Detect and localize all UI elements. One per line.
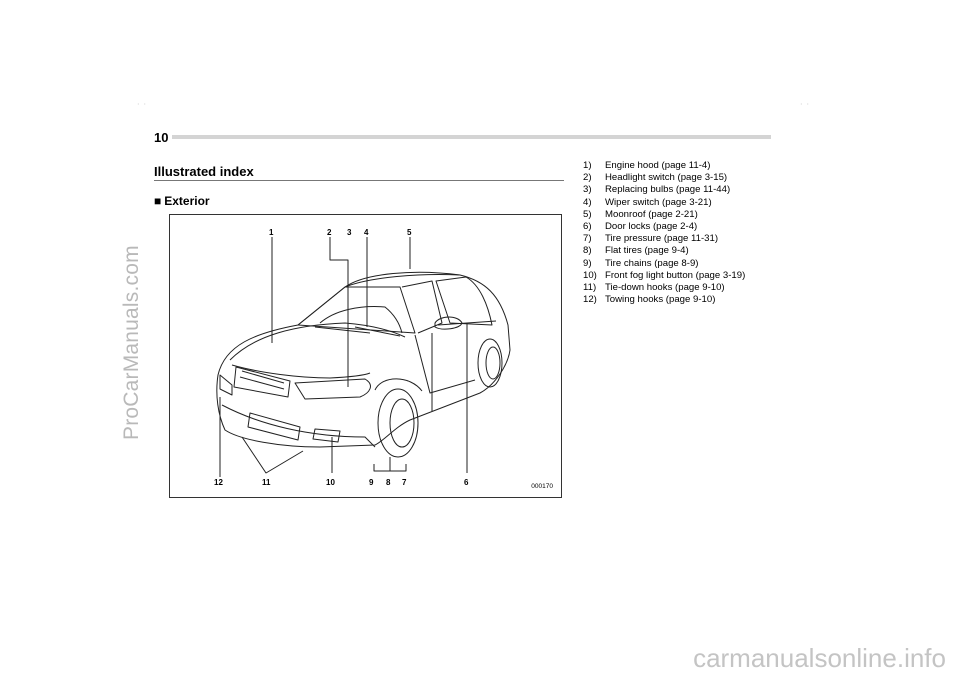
list-item: 1)Engine hood (page 11-4) xyxy=(583,160,711,171)
bottom-watermark: carmanualsonline.info xyxy=(693,643,946,673)
callout-1: 1 xyxy=(269,228,274,237)
figure-code: 000170 xyxy=(531,483,553,490)
list-item: 6)Door locks (page 2-4) xyxy=(583,221,698,233)
subsection-heading: ■Exterior xyxy=(154,194,210,208)
list-item: 8)Flat tires (page 9-4) xyxy=(583,245,689,257)
callout-9: 9 xyxy=(369,478,374,487)
crop-mark-right: ·· xyxy=(800,100,814,109)
header-rule xyxy=(172,135,771,139)
car-drawing xyxy=(216,237,511,477)
list-item: 2)Headlight switch (page 3-15) xyxy=(583,172,728,184)
exterior-illustration: 1 2 3 4 5 12 11 10 9 8 7 6 000170 xyxy=(169,214,562,498)
callout-10: 10 xyxy=(326,478,335,487)
list-item: 10)Front fog light button (page 3-19) xyxy=(583,269,746,281)
list-item: 5)Moonroof (page 2-21) xyxy=(583,208,698,220)
section-title: Illustrated index xyxy=(154,164,254,179)
callout-5: 5 xyxy=(407,228,412,237)
index-list: 1)Engine hood (page 11-4) 2)Headlight sw… xyxy=(583,160,745,306)
list-item: 11)Tie-down hooks (page 9-10) xyxy=(583,282,725,294)
list-item: 4)Wiper switch (page 3-21) xyxy=(583,196,712,208)
subsection-title: Exterior xyxy=(164,194,210,208)
callout-3: 3 xyxy=(347,228,352,237)
list-item: 3)Replacing bulbs (page 11-44) xyxy=(583,184,731,196)
callout-4: 4 xyxy=(364,228,369,237)
callout-2: 2 xyxy=(327,228,332,237)
page-number: 10 xyxy=(154,130,169,145)
callout-7: 7 xyxy=(402,478,407,487)
callout-8: 8 xyxy=(386,478,391,487)
square-bullet-icon: ■ xyxy=(154,194,162,208)
callout-11: 11 xyxy=(262,478,271,487)
list-item: 9)Tire chains (page 8-9) xyxy=(583,257,699,269)
list-item: 7)Tire pressure (page 11-31) xyxy=(583,233,719,245)
side-watermark: ProCarManuals.com xyxy=(120,245,143,440)
title-rule xyxy=(154,180,564,181)
list-item: 12)Towing hooks (page 9-10) xyxy=(583,294,716,306)
crop-mark-left: ·· xyxy=(137,100,151,109)
callout-6: 6 xyxy=(464,478,469,487)
callout-12: 12 xyxy=(214,478,223,487)
